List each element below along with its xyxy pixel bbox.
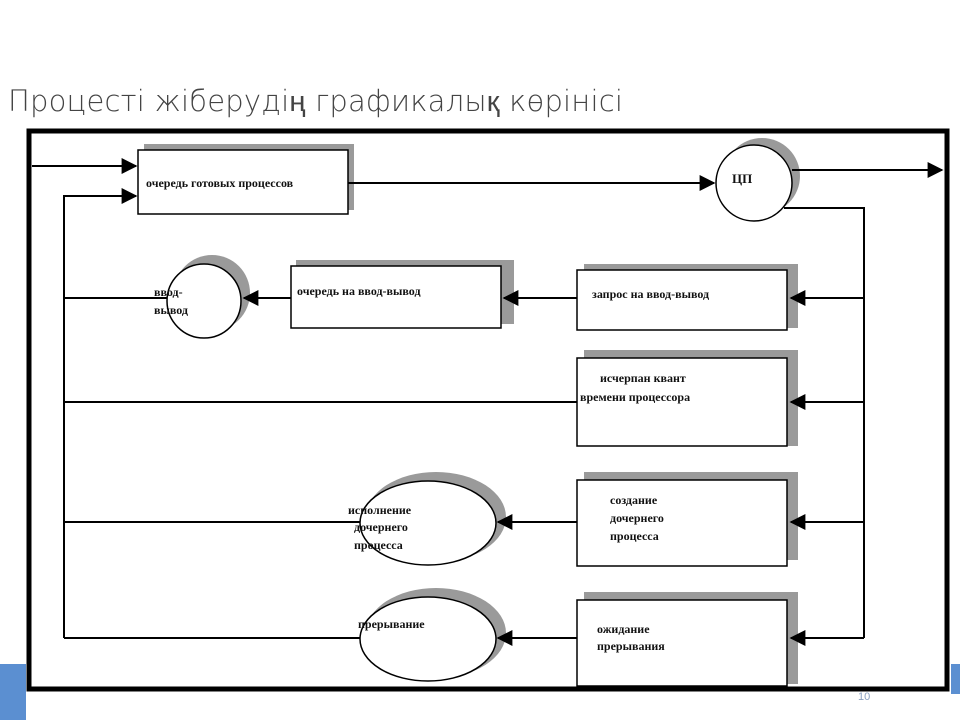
io-request-box [576,269,788,331]
outer-border [26,128,950,692]
io-label-2: вывод [154,303,188,317]
io-request-label: запрос на ввод-вывод [592,287,709,301]
footer-band-left [0,668,26,698]
time-slice-label-2: времени процессора [580,390,690,404]
fork-label-2: дочернего [610,511,664,525]
io-circle [166,263,242,339]
page-number: 10 [858,691,871,703]
io-label-1: ввод- [154,285,183,299]
connectors [32,158,944,646]
ready-queue-box [137,149,349,215]
cpu-circle [715,144,793,222]
cpu-label: ЦП [732,171,752,186]
interrupt-label: прерывание [358,617,425,631]
io-queue-label: очередь на ввод-вывод [297,284,421,298]
wait-int-label-1: ожидание [597,622,650,636]
diagram-frame: очередь готовых процессов ЦП ввод- вывод… [26,128,951,694]
fork-box [576,479,788,567]
child-exec-label-2: дочернего [354,520,408,534]
fork-label-1: создание [610,493,658,507]
child-exec-label-1: исполнение [348,503,412,517]
ready-queue-label: очередь готовых процессов [146,176,294,190]
interrupt-ellipse [359,596,497,682]
wait-int-box [576,599,788,687]
time-slice-label-1: исчерпан квант [600,371,686,385]
process-diagram: очередь готовых процессов ЦП ввод- вывод… [26,128,950,692]
fork-label-3: процесса [610,529,659,543]
child-exec-label-3: процесса [354,538,403,552]
time-slice-box [576,357,788,447]
wait-int-label-2: прерывания [597,639,665,653]
io-queue-box [290,265,502,329]
footer-white-strip [26,694,960,720]
page-title: Процесті жіберудің графикалық көрінісі [8,84,624,118]
